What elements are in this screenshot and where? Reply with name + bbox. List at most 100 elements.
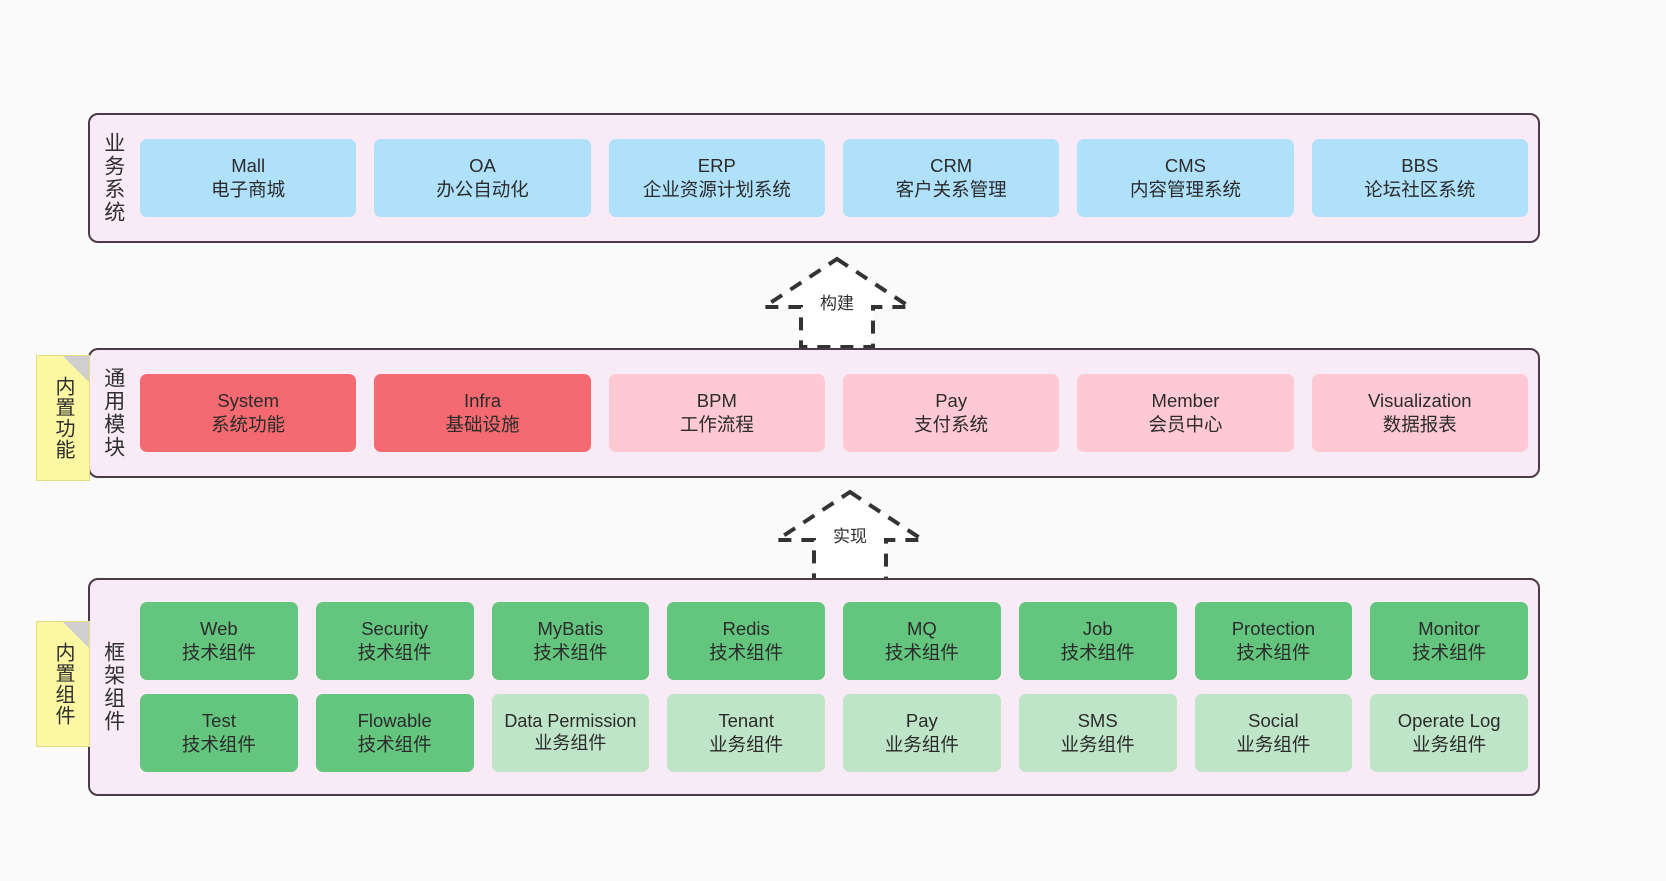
card-subtitle: 企业资源计划系统 xyxy=(642,179,791,200)
card-subtitle: 会员中心 xyxy=(1148,414,1223,435)
card-flowable[interactable]: Flowable 技术组件 xyxy=(315,694,474,772)
arrow-realize: 实现 xyxy=(765,486,935,586)
card-title: Tenant xyxy=(718,709,774,731)
card-subtitle: 业务组件 xyxy=(534,733,607,753)
card-security[interactable]: Security 技术组件 xyxy=(315,602,474,680)
card-title: Redis xyxy=(722,617,770,639)
card-subtitle: 技术组件 xyxy=(533,642,608,663)
card-subtitle: 办公自动化 xyxy=(436,179,529,200)
card-title: MyBatis xyxy=(537,617,604,639)
card-subtitle: 业务组件 xyxy=(709,734,784,755)
layer-common-modules: 通用模块 System 系统功能 Infra 基础设施 BPM 工作流程 Pay… xyxy=(88,348,1540,478)
card-title: Mall xyxy=(231,154,266,176)
card-visualization[interactable]: Visualization 数据报表 xyxy=(1311,374,1528,452)
layer-body-business: Mall 电子商城 OA 办公自动化 ERP 企业资源计划系统 CRM 客户关系… xyxy=(136,115,1538,241)
card-title: Pay xyxy=(935,389,968,411)
card-title: Member xyxy=(1151,389,1220,411)
card-web[interactable]: Web 技术组件 xyxy=(140,602,298,680)
card-row: Mall 电子商城 OA 办公自动化 ERP 企业资源计划系统 CRM 客户关系… xyxy=(140,139,1528,217)
card-subtitle: 内容管理系统 xyxy=(1129,179,1241,200)
card-job[interactable]: Job 技术组件 xyxy=(1018,602,1177,680)
card-row: Test 技术组件 Flowable 技术组件 Data Permission … xyxy=(140,694,1528,772)
card-mybatis[interactable]: MyBatis 技术组件 xyxy=(491,602,650,680)
card-bbs[interactable]: BBS 论坛社区系统 xyxy=(1311,139,1528,217)
card-redis[interactable]: Redis 技术组件 xyxy=(667,602,825,680)
card-title: OA xyxy=(469,154,496,176)
card-social[interactable]: Social 业务组件 xyxy=(1194,694,1353,772)
card-erp[interactable]: ERP 企业资源计划系统 xyxy=(608,139,825,217)
card-title: Protection xyxy=(1231,617,1316,639)
card-title: Monitor xyxy=(1418,617,1480,639)
layer-body-framework: Web 技术组件 Security 技术组件 MyBatis 技术组件 Redi… xyxy=(136,580,1538,794)
card-operate-log[interactable]: Operate Log 业务组件 xyxy=(1370,694,1528,772)
card-subtitle: 基础设施 xyxy=(445,414,520,435)
card-subtitle: 数据报表 xyxy=(1382,414,1457,435)
sticky-note-label: 内置功能 xyxy=(52,376,74,460)
card-subtitle: 论坛社区系统 xyxy=(1364,179,1476,200)
card-title: Pay xyxy=(905,709,938,731)
card-crm[interactable]: CRM 客户关系管理 xyxy=(842,139,1060,217)
card-subtitle: 支付系统 xyxy=(914,414,989,435)
card-row: System 系统功能 Infra 基础设施 BPM 工作流程 Pay 支付系统… xyxy=(140,374,1528,452)
card-title: CMS xyxy=(1164,154,1207,176)
card-title: Security xyxy=(361,617,429,639)
layer-business-systems: 业务系统 Mall 电子商城 OA 办公自动化 ERP 企业资源计划系统 CRM… xyxy=(88,113,1540,243)
card-pay[interactable]: Pay 支付系统 xyxy=(842,374,1060,452)
layer-framework-components: 框架组件 Web 技术组件 Security 技术组件 MyBatis 技术组件… xyxy=(88,578,1540,796)
card-subtitle: 技术组件 xyxy=(1412,642,1487,663)
card-bpm[interactable]: BPM 工作流程 xyxy=(608,374,825,452)
card-title: CRM xyxy=(930,154,973,176)
sticky-note-builtin-function: 内置功能 xyxy=(36,355,90,481)
card-data-permission[interactable]: Data Permission 业务组件 xyxy=(491,694,650,772)
card-tenant[interactable]: Tenant 业务组件 xyxy=(667,694,825,772)
card-protection[interactable]: Protection 技术组件 xyxy=(1194,602,1353,680)
card-title: BPM xyxy=(696,389,737,411)
card-title: Infra xyxy=(463,389,501,411)
card-cms[interactable]: CMS 内容管理系统 xyxy=(1077,139,1294,217)
card-subtitle: 技术组件 xyxy=(357,642,432,663)
card-pay-business[interactable]: Pay 业务组件 xyxy=(843,694,1001,772)
card-subtitle: 技术组件 xyxy=(884,642,959,663)
dashed-generalization-arrow-icon xyxy=(757,256,917,349)
card-title: BBS xyxy=(1401,154,1439,176)
card-mq[interactable]: MQ 技术组件 xyxy=(843,602,1001,680)
card-title: ERP xyxy=(697,154,736,176)
card-row: Web 技术组件 Security 技术组件 MyBatis 技术组件 Redi… xyxy=(140,602,1528,680)
card-title: Web xyxy=(200,617,238,639)
card-title: Visualization xyxy=(1368,389,1472,411)
card-title: Flowable xyxy=(357,709,432,731)
layer-title-business: 业务系统 xyxy=(101,132,125,224)
card-subtitle: 技术组件 xyxy=(1236,642,1311,663)
card-monitor[interactable]: Monitor 技术组件 xyxy=(1370,602,1528,680)
card-infra[interactable]: Infra 基础设施 xyxy=(374,374,591,452)
card-subtitle: 业务组件 xyxy=(884,734,959,755)
card-member[interactable]: Member 会员中心 xyxy=(1077,374,1294,452)
card-subtitle: 业务组件 xyxy=(1060,734,1135,755)
card-title: SMS xyxy=(1077,709,1118,731)
arrow-build: 构建 xyxy=(752,253,922,353)
card-title: Test xyxy=(201,709,236,731)
dashed-generalization-arrow-icon xyxy=(770,489,930,582)
card-subtitle: 系统功能 xyxy=(211,414,286,435)
card-sms[interactable]: SMS 业务组件 xyxy=(1018,694,1177,772)
card-subtitle: 技术组件 xyxy=(357,734,432,755)
card-subtitle: 技术组件 xyxy=(181,734,256,755)
card-subtitle: 电子商城 xyxy=(211,179,286,200)
card-title: Data Permission xyxy=(504,711,637,732)
sticky-note-builtin-component: 内置组件 xyxy=(36,621,90,747)
card-subtitle: 工作流程 xyxy=(679,414,754,435)
card-mall[interactable]: Mall 电子商城 xyxy=(140,139,357,217)
card-subtitle: 业务组件 xyxy=(1412,734,1487,755)
layer-title-modules: 通用模块 xyxy=(101,367,125,459)
card-subtitle: 技术组件 xyxy=(709,642,784,663)
layer-title-framework: 框架组件 xyxy=(101,641,125,733)
card-oa[interactable]: OA 办公自动化 xyxy=(374,139,591,217)
card-title: System xyxy=(217,389,279,411)
layer-body-modules: System 系统功能 Infra 基础设施 BPM 工作流程 Pay 支付系统… xyxy=(136,350,1538,476)
card-test[interactable]: Test 技术组件 xyxy=(140,694,298,772)
sticky-note-label: 内置组件 xyxy=(52,642,74,726)
card-title: Social xyxy=(1248,709,1299,731)
card-title: Job xyxy=(1082,617,1113,639)
card-system[interactable]: System 系统功能 xyxy=(140,374,357,452)
